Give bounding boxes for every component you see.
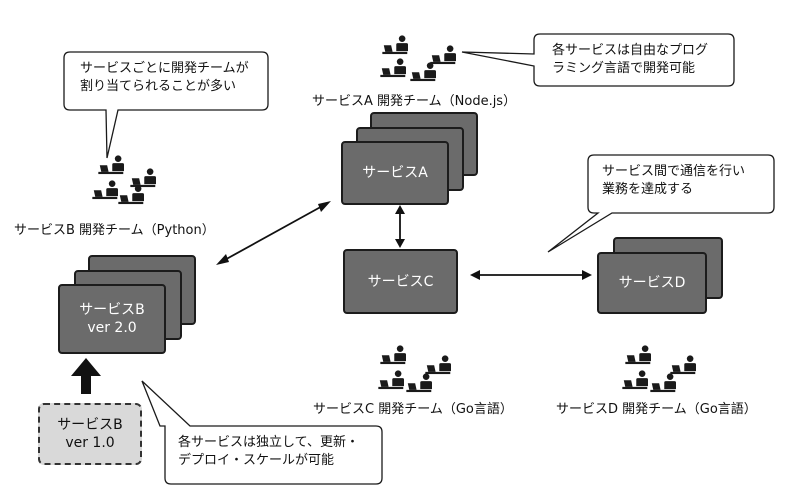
service-b-box: サービスB ver 2.0 — [58, 284, 166, 354]
callout-text-language-freedom: 各サービスは自由なプログ ラミング言語で開発可能 — [552, 42, 708, 78]
service-b-label: サービスB — [79, 302, 145, 318]
callout-line: 各サービスは自由なプログ — [552, 43, 709, 58]
callout-bubble-language-freedom — [461, 33, 735, 87]
service-b-old-label: サービスB — [57, 417, 123, 433]
team-label-a: サービスA 開発チーム（Node.js） — [312, 94, 517, 109]
callout-text-communication: サービス間で通信を行い 業務を達成する — [602, 163, 745, 199]
team-icon-b — [92, 155, 156, 205]
team-label-d: サービスD 開発チーム（Go言語） — [556, 402, 757, 417]
team-icon-a — [380, 35, 456, 82]
callout-text-independent-deploy: 各サービスは独立して、更新・ デプロイ・スケールが可能 — [178, 434, 359, 470]
arrow-b-to-a — [216, 201, 331, 265]
service-b-version: ver 2.0 — [87, 320, 137, 336]
service-d-label: サービスD — [618, 275, 686, 291]
service-a-box: サービスA — [341, 141, 449, 205]
service-c-label: サービスC — [367, 273, 434, 290]
team-label-c: サービスC 開発チーム（Go言語） — [313, 402, 513, 417]
upgrade-arrow — [71, 358, 101, 394]
service-d-box: サービスD — [597, 252, 707, 314]
team-label-b: サービスB 開発チーム（Python） — [14, 223, 215, 238]
callout-bubble-team-assignment — [63, 51, 269, 159]
service-b-old-box: サービスB ver 1.0 — [38, 403, 142, 465]
callout-bubble-communication — [547, 154, 775, 253]
callout-line: ラミング言語で開発可能 — [552, 61, 696, 76]
callout-text-team-assignment: サービスごとに開発チームが 割り当てられることが多い — [80, 60, 249, 96]
team-icon-d — [622, 345, 696, 393]
callout-line: サービスごとに開発チームが — [80, 61, 249, 76]
arrow-c-to-d — [470, 270, 592, 280]
arrow-a-to-c — [395, 205, 405, 248]
service-c-box: サービスC — [343, 249, 458, 314]
callout-line: デプロイ・スケールが可能 — [178, 453, 335, 468]
callout-line: サービス間で通信を行い — [602, 164, 746, 179]
callout-line: 各サービスは独立して、更新・ — [178, 435, 359, 450]
service-a-label: サービスA — [362, 165, 428, 181]
callout-line: 業務を達成する — [602, 182, 694, 197]
team-icon-c — [378, 345, 451, 393]
callout-line: 割り当てられることが多い — [80, 79, 237, 94]
service-b-old-version: ver 1.0 — [65, 435, 115, 451]
callout-bubble-independent-deploy — [141, 380, 383, 485]
